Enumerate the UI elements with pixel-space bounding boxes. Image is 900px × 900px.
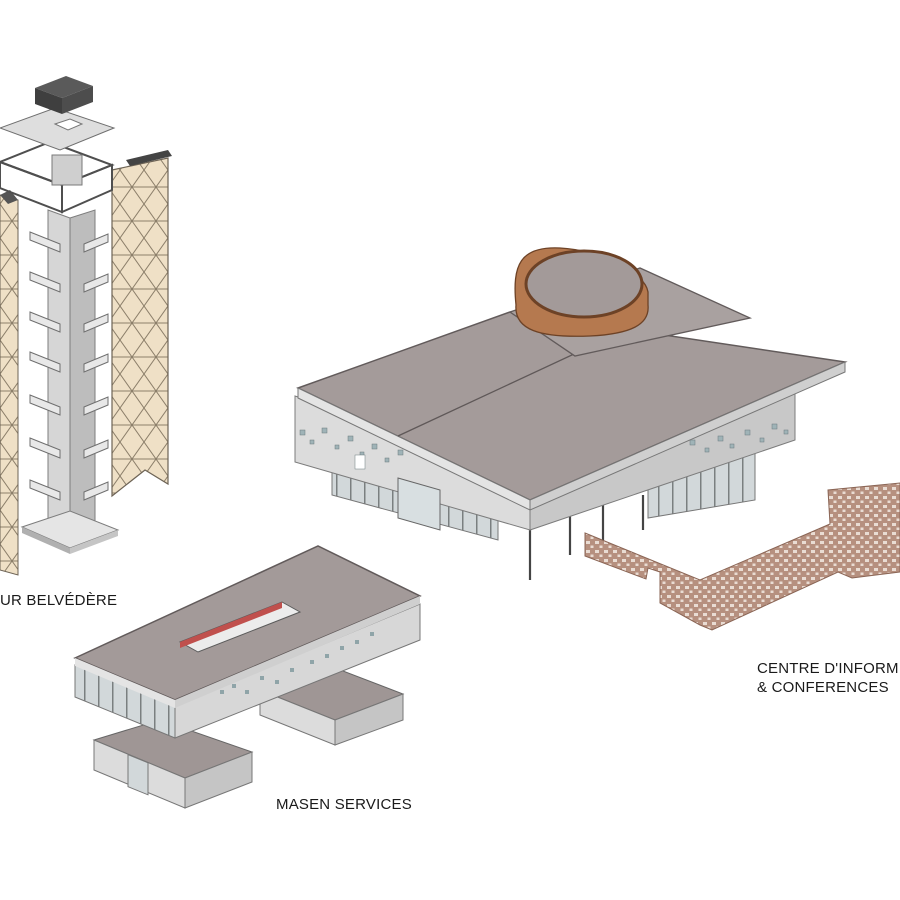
- tower-base: [20, 510, 120, 549]
- centre-information-drawing: [294, 247, 900, 631]
- masen-services-drawing: [73, 545, 422, 809]
- centre-entrance: [397, 477, 441, 531]
- tower-belvedere-drawing: [0, 76, 172, 576]
- tower-top-slab: [0, 107, 116, 151]
- masen-courtyard: [178, 601, 302, 653]
- tower-belvedere-label: UR BELVÉDÈRE: [0, 592, 118, 609]
- tower-lattice-screen: [111, 157, 169, 498]
- centre-brick-screen: [584, 482, 900, 631]
- tower-dark-cap: [35, 76, 93, 98]
- masen-services-label: MASEN SERVICES: [276, 796, 412, 813]
- centre-label-line1: CENTRE D'INFORM: [757, 660, 899, 677]
- centre-facade-openings: [299, 423, 789, 470]
- centre-label-line2: & CONFERENCES: [757, 679, 889, 696]
- tower-left-lattice: [0, 194, 19, 576]
- centre-information-label: CENTRE D'INFORM & CONFERENCES: [757, 659, 899, 697]
- tower-stair-landings: [29, 231, 109, 501]
- centre-pillars: [528, 495, 645, 580]
- centre-copper-drum: [514, 247, 649, 337]
- masen-facade-openings: [220, 632, 374, 694]
- tower-screen-cap: [126, 150, 172, 166]
